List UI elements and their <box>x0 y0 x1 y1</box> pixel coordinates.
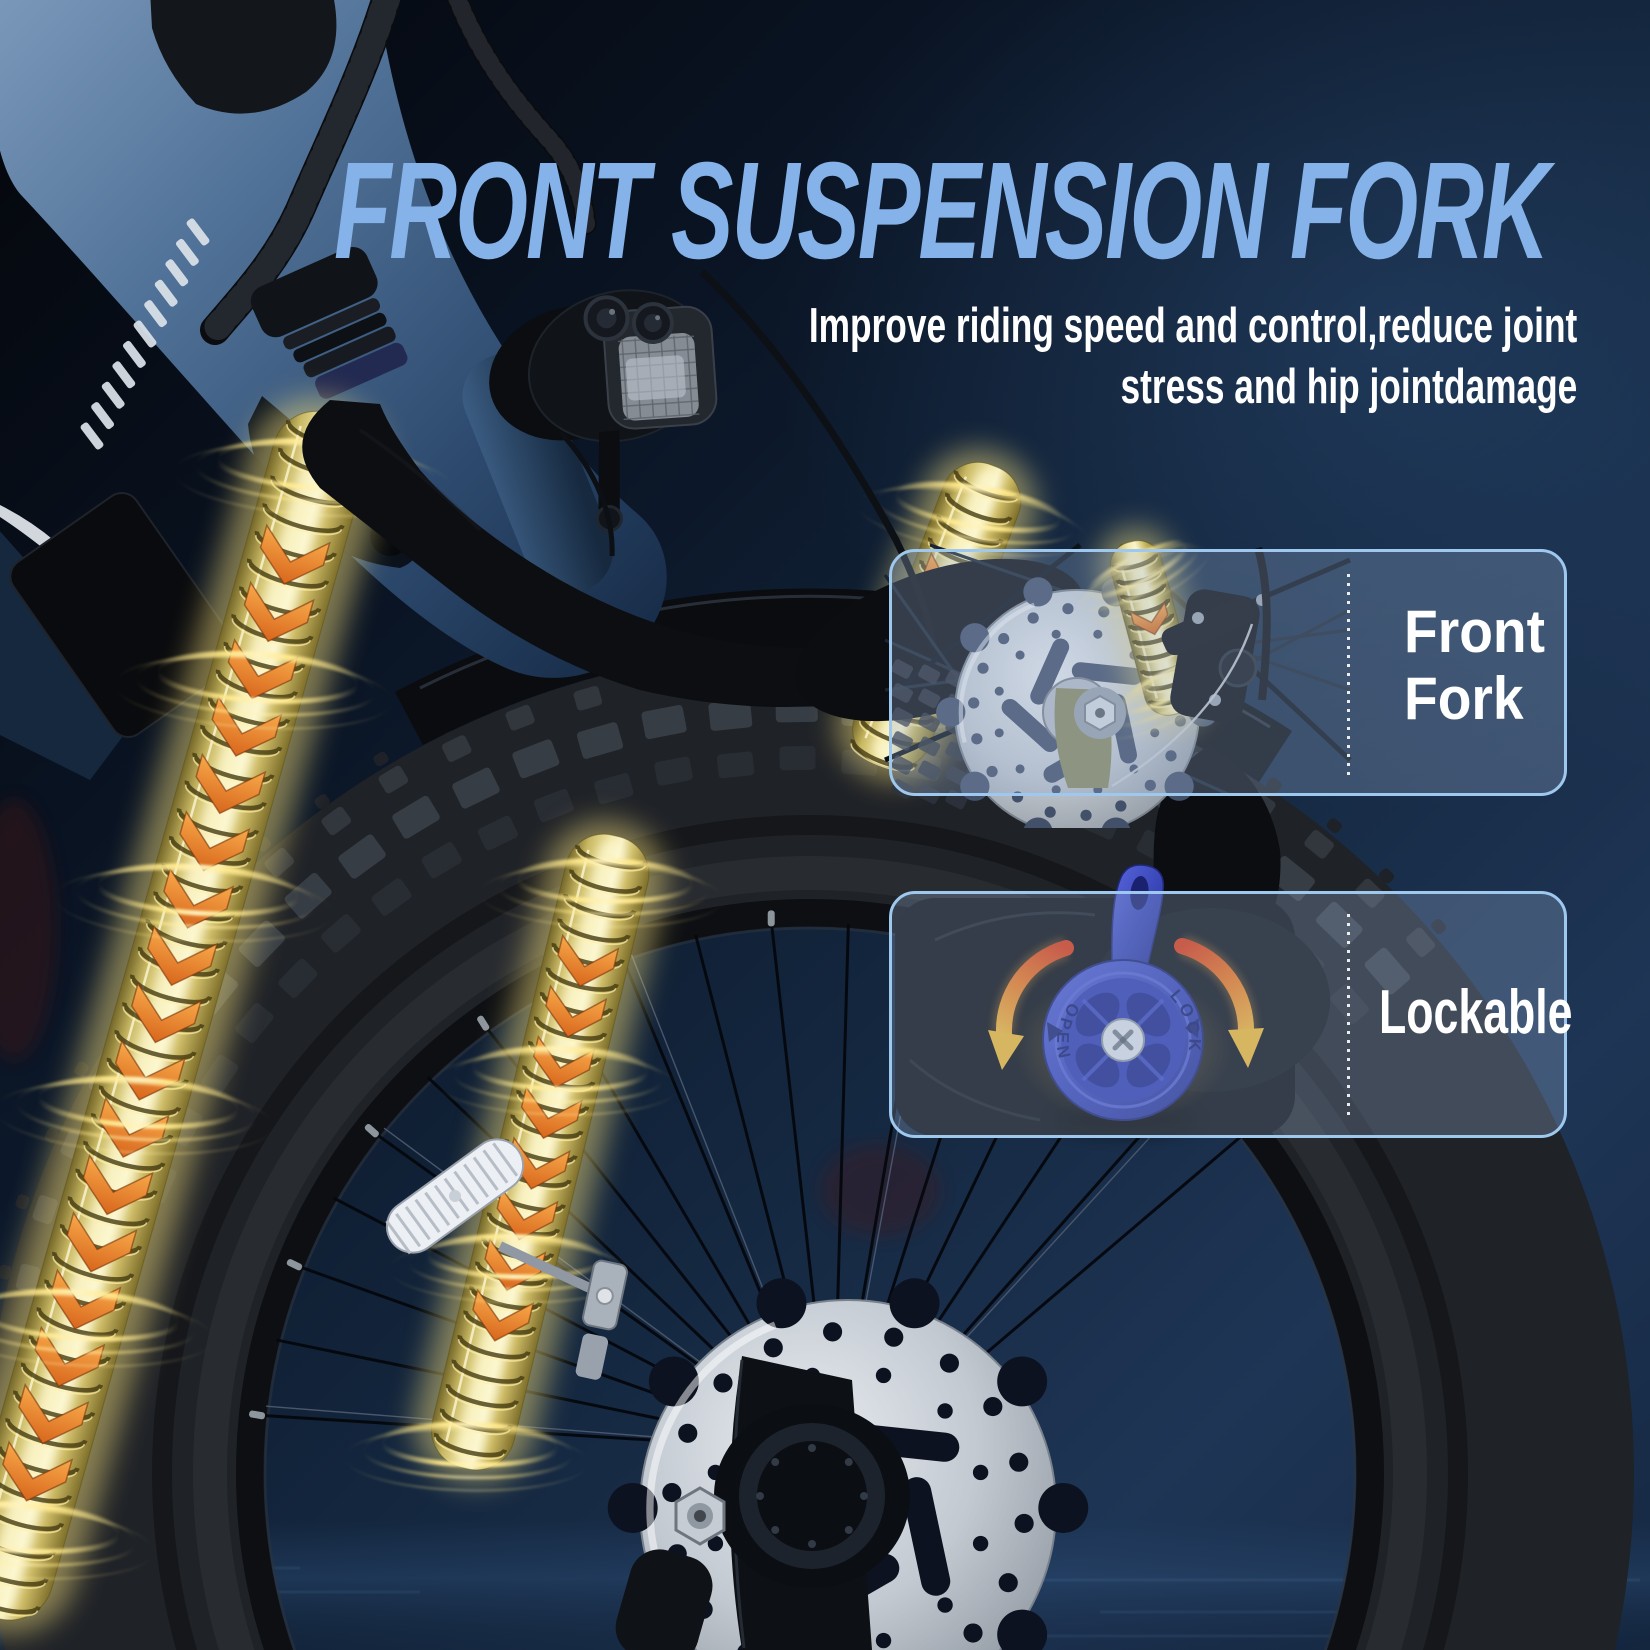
left-dropout <box>615 1549 713 1650</box>
dotted-divider <box>1347 914 1350 1120</box>
hub-and-lower-leg <box>615 1356 910 1650</box>
frame-highlight-swoosh <box>0 505 56 552</box>
front-fork-label: Front Fork <box>1404 598 1546 732</box>
subtitle-line-2: stress and hip jointdamage <box>1120 360 1577 414</box>
fork-leg-left-glow <box>0 397 454 1634</box>
wheel-rim <box>236 899 1384 1650</box>
front-fork-callout-box: Front Fork <box>889 549 1567 796</box>
subtitle: Improve riding speed and control,reduce … <box>510 296 1577 418</box>
dotted-divider <box>1347 574 1350 778</box>
red-reflection <box>0 800 56 1060</box>
lock-arrow <box>1174 935 1264 1068</box>
wheel-reflector <box>385 1138 629 1380</box>
lockable-label: Lockable <box>1379 978 1573 1047</box>
fork-leg-middle-glow <box>343 820 725 1492</box>
inset-dropout <box>1054 687 1126 788</box>
brake-caliper <box>1111 546 1271 788</box>
saddle-underside <box>150 0 337 114</box>
reflective-dashes <box>80 218 210 450</box>
headlight-wire <box>558 430 615 557</box>
subtitle-line-1: Improve riding speed and control,reduce … <box>808 299 1577 353</box>
page-title: FRONT SUSPENSION FORK <box>334 134 1550 288</box>
headlight-mount <box>598 430 620 512</box>
reflector-clamp <box>575 1259 629 1380</box>
lockout-dial: OPEN LOCK <box>1042 864 1204 1121</box>
open-arrow <box>988 937 1074 1070</box>
headlight <box>489 289 718 533</box>
brake-cable <box>699 269 938 649</box>
axle-nut <box>674 1486 726 1546</box>
lockout-inset: OPEN LOCK <box>895 864 1330 1154</box>
coiled-cable <box>200 0 597 345</box>
stem-and-headset <box>250 246 408 399</box>
lockable-callout-box: Lockable <box>889 891 1573 1138</box>
